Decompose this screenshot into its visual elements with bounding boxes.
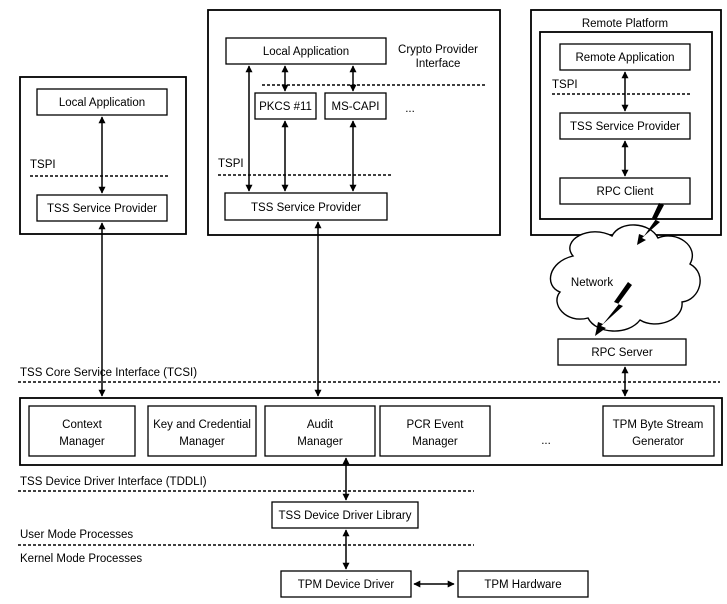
tpm-byte-stream-generator-label-line2: Generator <box>632 436 684 448</box>
tpm-device-driver-box[interactable] <box>280 570 412 598</box>
kernel-mode-label: Kernel Mode Processes <box>20 553 142 565</box>
center-tss-service-provider-label: TSS Service Provider <box>251 202 361 214</box>
tddli-label: TSS Device Driver Interface (TDDLI) <box>20 476 207 488</box>
audit-manager-label-line1: Audit <box>307 419 334 431</box>
remote-application-label: Remote Application <box>575 52 674 64</box>
tcsi-label: TSS Core Service Interface (TCSI) <box>20 367 197 379</box>
tpm-device-driver-label: TPM Device Driver <box>298 579 395 591</box>
tpm-byte-stream-generator-box[interactable] <box>602 405 715 457</box>
key-credential-manager-box[interactable] <box>147 405 257 457</box>
crypto-provider-interface-label-line1: Crypto Provider <box>398 44 478 56</box>
remote-tss-service-provider-box[interactable] <box>559 112 691 140</box>
center-local-application-box[interactable] <box>225 37 387 65</box>
mscapi-box[interactable] <box>324 92 387 120</box>
tpm-hardware-label: TPM Hardware <box>484 579 561 591</box>
tpm-hardware-box[interactable] <box>457 570 589 598</box>
pcr-event-manager-label-line2: Manager <box>412 436 458 448</box>
core-services-ellipsis: ... <box>541 435 551 447</box>
left-tss-service-provider-box[interactable] <box>36 194 168 222</box>
audit-manager-label-line2: Manager <box>297 436 343 448</box>
remote-tss-service-provider-label: TSS Service Provider <box>570 121 680 133</box>
remote-platform-title: Remote Platform <box>582 18 668 30</box>
key-credential-manager-label-line2: Manager <box>179 436 225 448</box>
crypto-provider-interface-label-line2: Interface <box>416 58 461 70</box>
rpc-server-label: RPC Server <box>591 347 653 359</box>
context-manager-box[interactable] <box>28 405 136 457</box>
center-tss-service-provider-box[interactable] <box>224 192 388 221</box>
rpc-client-to-network-bolt <box>637 203 664 245</box>
mscapi-label: MS-CAPI <box>332 101 380 113</box>
key-credential-manager-label-line1: Key and Credential <box>153 419 251 431</box>
center-crypto-ellipsis: ... <box>405 103 415 115</box>
pkcs11-label: PKCS #11 <box>259 101 312 113</box>
network-cloud <box>549 224 701 332</box>
pkcs11-box[interactable] <box>254 92 317 120</box>
rpc-client-box[interactable] <box>559 177 691 205</box>
left-tss-service-provider-label: TSS Service Provider <box>47 203 157 215</box>
left-local-application-label: Local Application <box>59 97 145 109</box>
tpm-byte-stream-generator-label-line1: TPM Byte Stream <box>613 419 704 431</box>
remote-application-box[interactable] <box>559 43 691 71</box>
user-mode-label: User Mode Processes <box>20 529 133 541</box>
network-to-rpc-server-bolt <box>595 282 632 336</box>
audit-manager-box[interactable] <box>264 405 376 457</box>
center-tspi-label: TSPI <box>218 158 244 170</box>
tss-device-driver-library-box[interactable] <box>271 501 419 529</box>
pcr-event-manager-label-line1: PCR Event <box>407 419 465 431</box>
tss-device-driver-library-label: TSS Device Driver Library <box>279 510 412 522</box>
context-manager-label-line2: Manager <box>59 436 105 448</box>
center-local-application-label: Local Application <box>263 46 349 58</box>
pcr-event-manager-box[interactable] <box>379 405 491 457</box>
left-local-application-box[interactable] <box>36 88 168 116</box>
rpc-client-label: RPC Client <box>597 186 655 198</box>
remote-tspi-label: TSPI <box>552 79 578 91</box>
context-manager-label-line1: Context <box>62 419 102 431</box>
left-tspi-label: TSPI <box>30 159 56 171</box>
network-label: Network <box>571 277 613 289</box>
rpc-server-box[interactable] <box>557 338 687 366</box>
